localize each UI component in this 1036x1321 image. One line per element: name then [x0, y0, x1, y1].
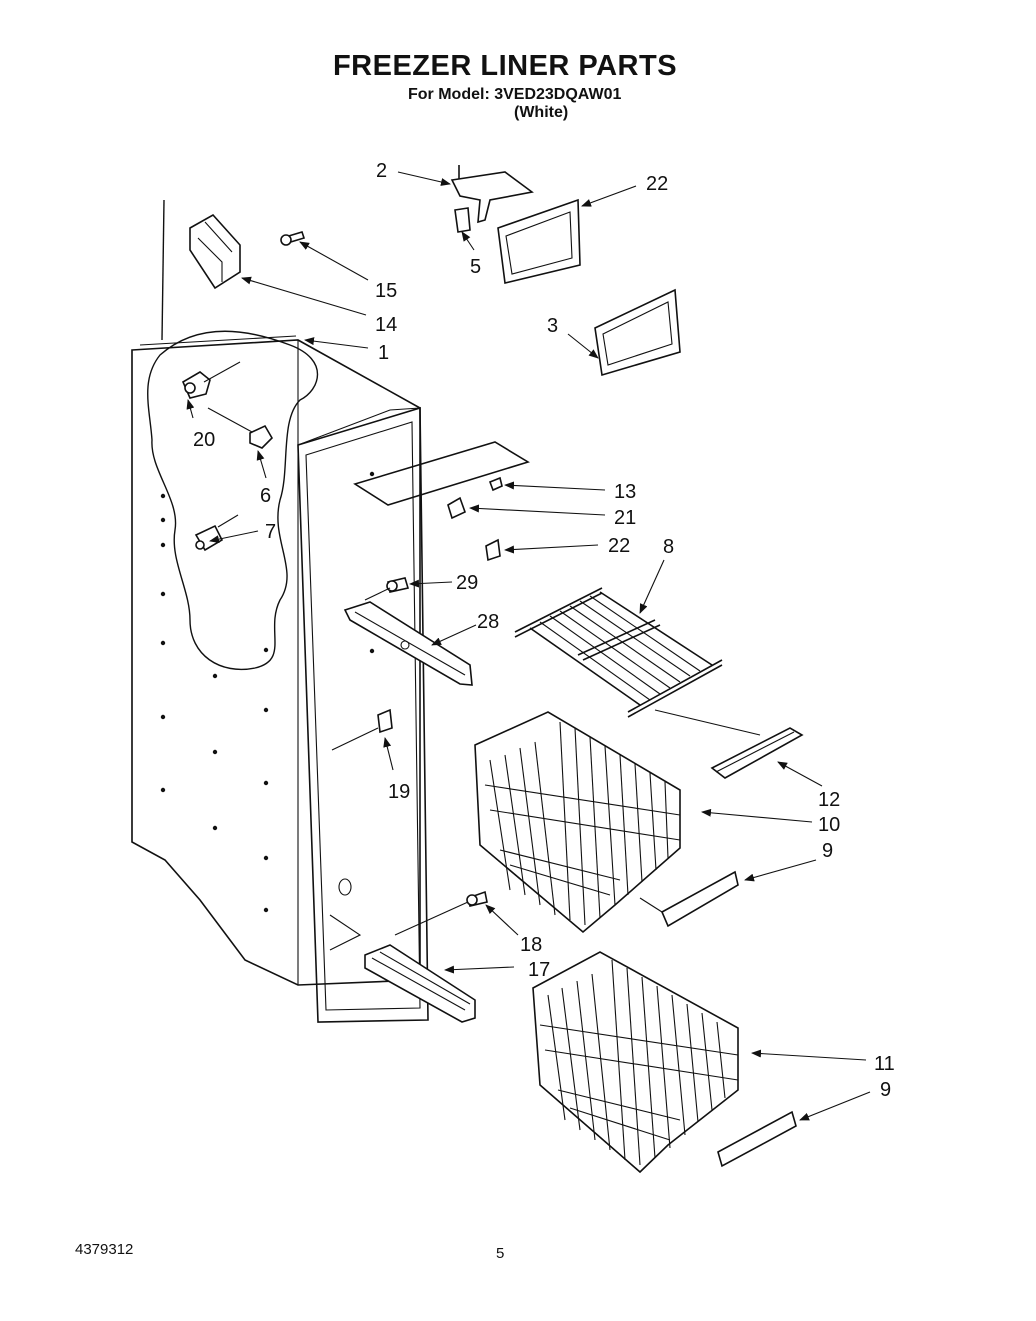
shelf-rail: [343, 587, 473, 686]
freezer-liner: [131, 335, 429, 1023]
callout-18: 18: [520, 934, 542, 956]
callout-1: 1: [378, 342, 389, 364]
callout-21: 21: [614, 507, 636, 529]
callout-7: 7: [265, 521, 276, 543]
callout-3: 3: [547, 315, 558, 337]
wire-harness: [147, 330, 319, 670]
page-title: FREEZER LINER PARTS: [332, 50, 678, 82]
document-number: 4379312: [75, 1241, 134, 1258]
callout-22-mid: 22: [608, 535, 630, 557]
page-number: 5: [496, 1245, 505, 1262]
shelf-trim: [710, 727, 804, 779]
callout-6: 6: [260, 485, 271, 507]
bracket-screw: [454, 207, 471, 233]
top-hinge-bracket: [189, 213, 241, 290]
callout-19: 19: [388, 781, 410, 803]
rear-panel: [353, 441, 530, 506]
callout-5: 5: [470, 256, 481, 278]
color-label: (White): [514, 104, 569, 121]
shelf-bracket: [450, 165, 534, 224]
callout-8: 8: [663, 536, 674, 558]
leader-lines: [186, 171, 871, 1121]
callout-labels: 2 22 5 15 14 1 3 20 6 7 13 21 22 8 29 28…: [193, 160, 895, 1101]
callout-29: 29: [456, 572, 478, 594]
callout-20: 20: [193, 429, 215, 451]
model-number: For Model: 3VED23DQAW01: [408, 86, 622, 103]
cover-screw: [394, 890, 488, 936]
callout-10: 10: [818, 814, 840, 836]
light-switch: [331, 708, 393, 751]
callout-9-upper: 9: [822, 840, 833, 862]
callout-15: 15: [375, 280, 397, 302]
shelf-support: [447, 496, 466, 520]
basket-trim-upper: [639, 870, 739, 928]
callout-12: 12: [818, 789, 840, 811]
hinge-screw: [280, 231, 306, 246]
callout-9-lower: 9: [880, 1079, 891, 1101]
upper-basket: [474, 711, 681, 934]
front-cover: [364, 944, 476, 1023]
callout-17: 17: [528, 959, 550, 981]
callout-2: 2: [376, 160, 387, 182]
shelf-clip: [488, 476, 503, 492]
rail-screw: [386, 577, 410, 593]
callout-11: 11: [874, 1053, 895, 1075]
damper-control: [194, 514, 239, 552]
callout-13: 13: [614, 481, 636, 503]
lower-basket: [532, 951, 739, 1174]
pan-cover-frame-small: [594, 288, 681, 377]
callout-14: 14: [375, 314, 397, 336]
callout-22-top: 22: [646, 173, 668, 195]
wire-shelf: [514, 587, 761, 736]
light-socket: [207, 407, 274, 449]
shelf-support-small: [485, 538, 501, 562]
pan-cover-frame: [497, 198, 581, 284]
callout-28: 28: [477, 611, 499, 633]
basket-trim-lower: [717, 1110, 797, 1168]
thermostat-knob: [181, 361, 241, 399]
